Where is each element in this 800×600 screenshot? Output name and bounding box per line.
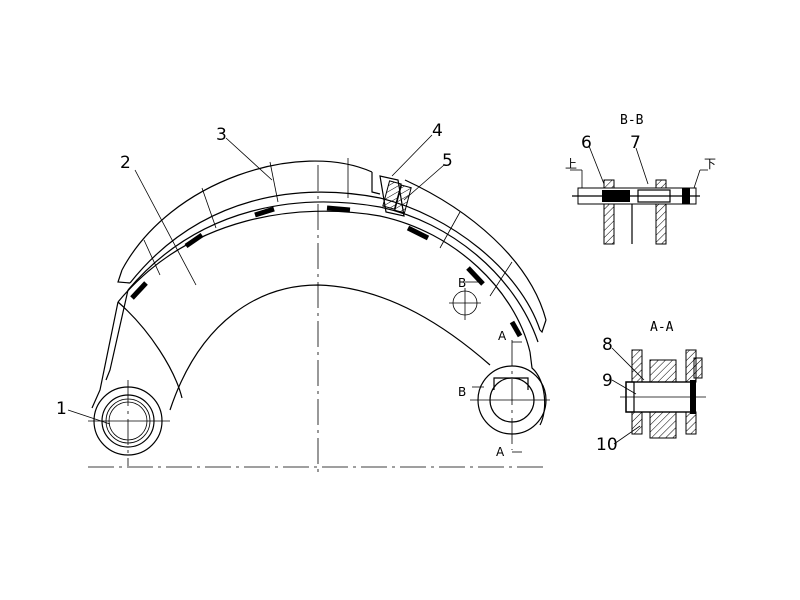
rivet-head — [466, 266, 485, 286]
web-left-edge-inner — [105, 289, 129, 381]
part-label-6: 6 — [581, 133, 592, 153]
part-label-9: 9 — [602, 371, 613, 391]
lining-right-end — [539, 319, 547, 334]
lining-inner-arc — [129, 191, 541, 331]
section-b-top-label: B — [458, 276, 466, 290]
section-a-top-label: A — [498, 329, 507, 343]
main-view: B B A A 1 2 3 4 5 — [56, 121, 550, 475]
rivet-head — [326, 205, 351, 213]
lining-outer-arc-right — [404, 179, 547, 321]
part-label-5: 5 — [442, 151, 453, 171]
lining-left-end — [117, 269, 131, 284]
section-b-bottom-label: B — [458, 385, 466, 399]
right-slot — [493, 377, 529, 390]
rivet-head — [254, 206, 275, 218]
section-a-bottom-label: A — [496, 445, 505, 459]
part-label-3: 3 — [216, 125, 227, 145]
web-right-edge — [529, 351, 546, 426]
side-label-upper: 上 — [565, 157, 577, 171]
part-label-4: 4 — [432, 121, 443, 141]
part-label-7: 7 — [630, 133, 641, 153]
rivet-head — [130, 281, 148, 300]
side-label-lower: 下 — [704, 157, 716, 171]
part-label-2: 2 — [120, 153, 131, 173]
rim-inner-arc — [117, 210, 531, 353]
roller-assembly — [371, 172, 412, 217]
part-label-10: 10 — [596, 435, 618, 455]
section-b-marker: B B — [449, 276, 484, 399]
leader-lines — [67, 134, 445, 425]
section-aa-title: A-A — [650, 320, 674, 335]
web-left-edge-outer — [91, 301, 119, 409]
rivet-heads — [130, 205, 523, 338]
section-bb-view: B-B 6 7 上 下 — [565, 113, 716, 245]
part-label-1: 1 — [56, 399, 67, 419]
rivet-head — [184, 232, 204, 249]
part-label-8: 8 — [602, 335, 613, 355]
rim-outer-arc — [127, 201, 539, 343]
lining-outer-arc-left — [121, 160, 373, 271]
section-a-marker: A A — [496, 329, 522, 459]
web-inner-arc — [169, 284, 491, 411]
web-left-rib — [117, 301, 183, 399]
section-aa-view: A-A 8 9 10 — [596, 320, 706, 455]
rivet-head — [406, 225, 430, 241]
rivet-lines — [143, 158, 513, 297]
rivet-head — [509, 320, 523, 338]
section-bb-title: B-B — [620, 113, 644, 128]
